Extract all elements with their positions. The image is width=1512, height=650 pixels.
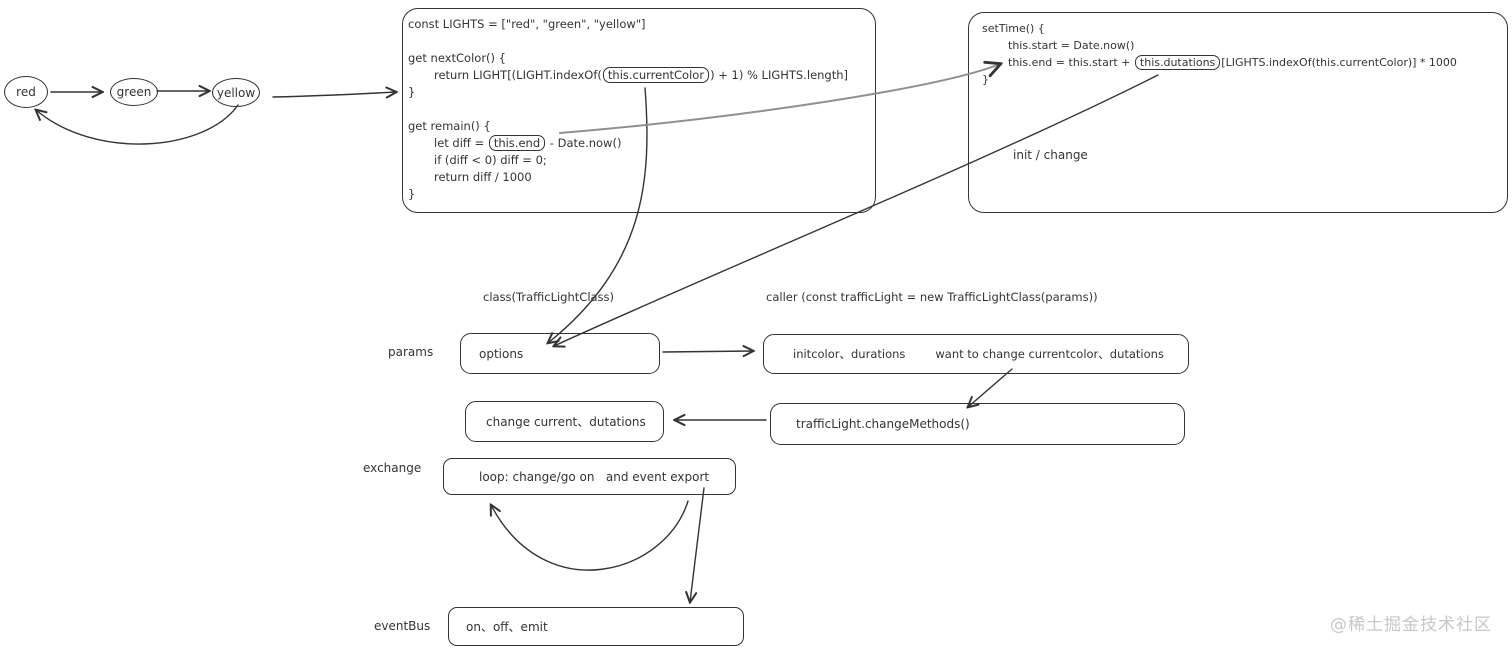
exchange-label: exchange <box>363 461 422 475</box>
state-node-green: green <box>110 78 158 106</box>
change-current-label: change current、dutations <box>486 415 646 429</box>
params-label: params <box>388 345 434 359</box>
initcolor-durations-box: initcolor、durations want to change curren… <box>763 334 1189 374</box>
code-line-remain-open: get remain() { <box>408 119 491 133</box>
state-node-red: red <box>4 76 48 108</box>
arrow-yellow-back-to-red <box>36 104 239 145</box>
eventbus-label: eventBus <box>374 619 431 633</box>
code-line-const: const LIGHTS = ["red", "green", "yellow"… <box>408 17 646 31</box>
code-line-settime-open: setTime() { <box>982 22 1045 35</box>
code-line-remain-diff: let diff = this.end - Date.now() <box>434 135 622 151</box>
options-box-label: options <box>479 346 524 361</box>
init-change-note: init / change <box>1013 148 1088 162</box>
code-lights-content: const LIGHTS = ["red", "green", "yellow"… <box>408 16 848 203</box>
state-node-label: yellow <box>216 85 256 100</box>
token-this-end: this.end <box>488 135 546 151</box>
code-line-this-end: this.end = this.start + this.dutations[L… <box>1008 55 1457 70</box>
eventbus-box: on、off、emit <box>448 607 744 646</box>
caller-label: caller (const trafficLight = new Traffic… <box>766 290 1098 304</box>
state-node-yellow: yellow <box>212 78 260 107</box>
state-node-label: green <box>116 85 152 99</box>
change-methods-label: trafficLight.changeMethods() <box>796 417 970 431</box>
change-current-box: change current、dutations <box>465 401 664 442</box>
eventbus-box-label: on、off、emit <box>466 620 548 634</box>
arrow-options-to-initcolor <box>662 351 753 352</box>
code-settime-content: setTime() { this.start = Date.now() this… <box>982 20 1457 88</box>
code-line-close: } <box>408 187 416 201</box>
change-methods-box: trafficLight.changeMethods() <box>770 403 1185 445</box>
code-line-close: } <box>982 73 989 86</box>
code-line-close: } <box>408 85 416 99</box>
code-line-nextcolor-open: get nextColor() { <box>408 51 506 65</box>
options-box: options <box>460 333 660 374</box>
initcolor-durations-label: initcolor、durations <box>793 347 906 361</box>
arrow-yellow-to-codebox <box>272 92 396 97</box>
arrow-eventbus-back-to-loop <box>491 500 689 571</box>
loop-box: loop: change/go on and event export <box>443 458 736 495</box>
token-this-currentcolor: this.currentColor <box>602 67 710 83</box>
watermark: @稀土掘金技术社区 <box>1330 615 1492 635</box>
code-line-nextcolor-return: return LIGHT[(LIGHT.indexOf(this.current… <box>434 67 849 83</box>
class-label: class(TrafficLightClass) <box>483 290 615 304</box>
want-to-change-label: want to change currentcolor、dutations <box>935 347 1164 361</box>
code-line-remain-return: return diff / 1000 <box>434 170 532 184</box>
code-line-remain-if: if (diff < 0) diff = 0; <box>434 153 547 167</box>
state-node-label: red <box>16 85 36 99</box>
arrow-export-to-eventbus <box>690 487 705 602</box>
loop-box-label: loop: change/go on and event export <box>479 469 710 484</box>
code-line-this-start: this.start = Date.now() <box>1008 39 1135 52</box>
arrow-initcolor-to-changemethods <box>968 368 1013 407</box>
token-this-dutations: this.dutations <box>1134 55 1221 70</box>
